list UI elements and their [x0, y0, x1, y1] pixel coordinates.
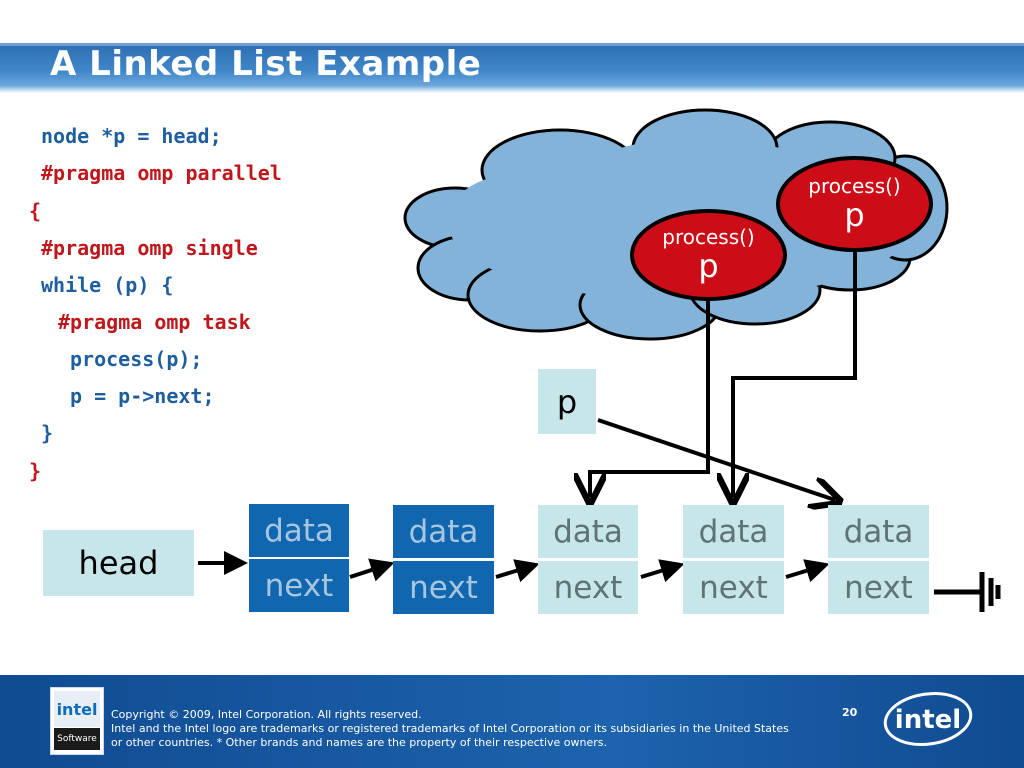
code-line-9: }: [41, 421, 54, 445]
intel-software-logo: intel Software: [50, 687, 104, 755]
node-1-data: data: [249, 504, 349, 557]
head-pointer-box: head: [43, 530, 194, 596]
list-link-arrows: [198, 551, 830, 583]
code-line-5: while (p) {: [41, 273, 174, 297]
task-bubble-1-arg: p: [698, 247, 719, 285]
slide-title: A Linked List Example: [50, 44, 482, 84]
footer-trademark-line-1: Intel and the Intel logo are trademarks …: [111, 722, 789, 735]
task-bubble-2-fn: process(): [808, 174, 901, 198]
code-line-10: }: [29, 459, 42, 483]
node-5-next: next: [828, 561, 929, 614]
node-5-data: data: [828, 505, 929, 558]
code-line-2: #pragma omp parallel: [41, 161, 282, 185]
node-4-data: data: [683, 505, 784, 558]
node-2-next: next: [393, 561, 494, 614]
code-line-1: node *p = head;: [41, 124, 222, 148]
intel-logo-text: intel: [895, 705, 961, 735]
footer-bar: [0, 675, 1024, 768]
node-3-next: next: [538, 561, 638, 614]
p-pointer-arrow: [597, 418, 835, 500]
code-line-3: {: [29, 199, 42, 223]
ground-icon: [934, 572, 1001, 612]
page-number: 20: [842, 706, 858, 719]
code-line-4: #pragma omp single: [41, 236, 258, 260]
node-2-data: data: [393, 505, 494, 558]
title-bar-highlight: [0, 43, 1024, 46]
code-line-8: p = p->next;: [70, 384, 215, 408]
footer-copyright: Copyright © 2009, Intel Corporation. All…: [111, 708, 422, 721]
title-bar: [0, 43, 1024, 93]
code-line-6: #pragma omp task: [58, 310, 251, 334]
task-bubble-1: process() p: [630, 209, 787, 301]
task-pointer-lines: [590, 250, 857, 497]
footer-trademark-line-2: or other countries. * Other brands and n…: [111, 736, 608, 749]
p-pointer-box: p: [538, 369, 596, 434]
node-1-next: next: [249, 559, 349, 612]
task-bubble-2: process() p: [776, 156, 933, 252]
node-4-next: next: [683, 561, 784, 614]
intel-software-logo-mark: intel: [54, 691, 100, 727]
task-bubble-1-fn: process(): [662, 225, 755, 249]
intel-logo: intel: [883, 692, 973, 746]
code-line-7: process(p);: [70, 347, 203, 371]
task-bubble-2-arg: p: [844, 196, 865, 234]
node-3-data: data: [538, 505, 638, 558]
intel-software-logo-label: Software: [54, 728, 100, 750]
